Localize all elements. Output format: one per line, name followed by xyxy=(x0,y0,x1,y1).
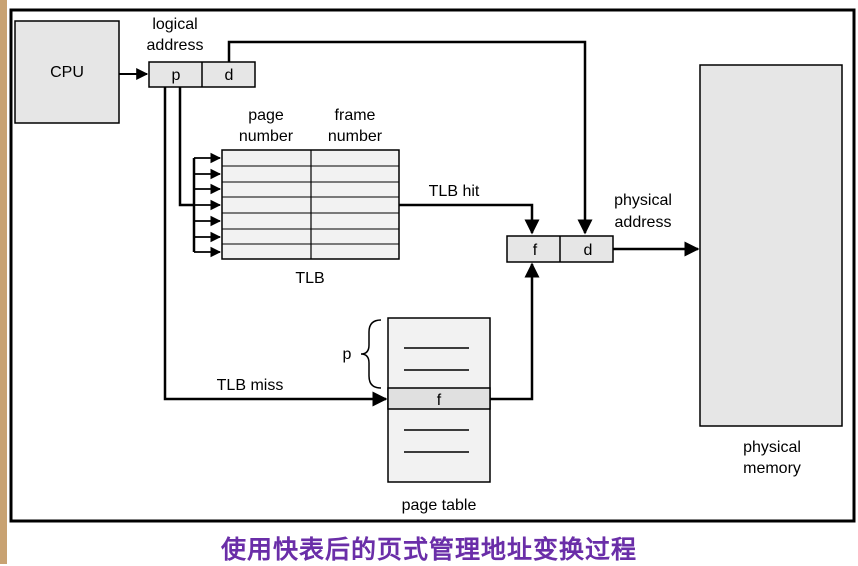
page-number-header-line1: page xyxy=(248,107,284,124)
physical-memory-label-line1: physical xyxy=(743,439,801,456)
physical-d-label: d xyxy=(584,242,593,259)
frame-number-header-line2: number xyxy=(328,128,383,145)
physical-f-label: f xyxy=(533,242,538,259)
tlb-miss-arrow xyxy=(163,87,388,407)
page-number-header-line2: number xyxy=(239,128,294,145)
p-brace xyxy=(360,319,382,389)
tlb-label: TLB xyxy=(295,270,324,287)
tlb-search-arrows xyxy=(178,87,222,258)
page-table-f-label: f xyxy=(437,392,442,409)
diagram-caption: 使用快表后的页式管理地址变换过程 xyxy=(220,535,637,564)
physical-memory-box xyxy=(699,64,843,427)
logical-address-register: p d xyxy=(148,61,256,88)
page-table-label: page table xyxy=(402,497,477,514)
tlb-table xyxy=(221,149,400,260)
physical-address-register: f d xyxy=(506,235,614,263)
logical-address-label-line2: address xyxy=(147,37,204,54)
frame-number-header-line1: frame xyxy=(335,107,376,124)
offset-route-arrow xyxy=(227,40,593,235)
page-table-to-frame-arrow xyxy=(490,262,540,401)
tlb-hit-label: TLB hit xyxy=(429,183,480,200)
logical-address-label-line1: logical xyxy=(152,16,197,33)
cpu-box: CPU xyxy=(14,20,120,124)
tlb-hit-arrow xyxy=(399,203,540,235)
diagram-frame xyxy=(9,8,856,523)
left-accent-bar xyxy=(0,0,7,564)
logical-p-label: p xyxy=(172,67,181,84)
page-table: f xyxy=(387,317,491,483)
physical-address-label-line1: physical xyxy=(614,192,672,209)
physical-memory-label-line2: memory xyxy=(743,460,801,477)
physical-address-label-line2: address xyxy=(615,214,672,231)
logical-d-label: d xyxy=(225,67,234,84)
cpu-label: CPU xyxy=(50,64,84,81)
tlb-miss-label: TLB miss xyxy=(217,377,284,394)
page-table-p-label: p xyxy=(343,346,352,363)
